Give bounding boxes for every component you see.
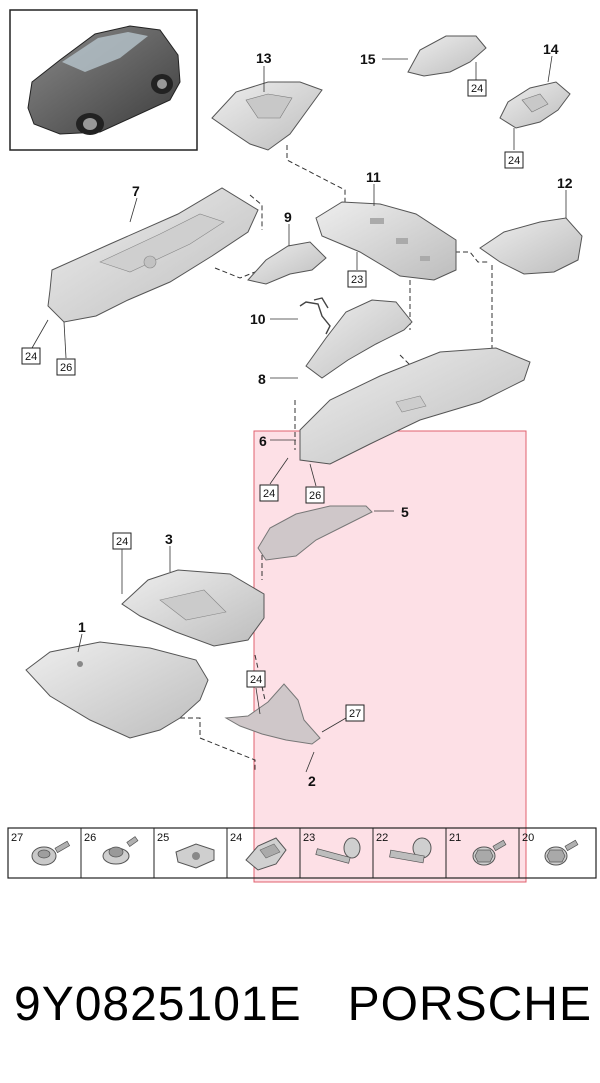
part-1 — [25, 641, 209, 739]
ref-box-24-part2-label: 24 — [250, 674, 262, 686]
part-8 — [305, 299, 413, 379]
callout-1: 1 — [78, 619, 86, 635]
fastener-24-label: 24 — [230, 832, 242, 844]
part-14 — [499, 81, 571, 129]
highlight-region — [253, 430, 527, 883]
ref-box-24-part3: 24 — [112, 532, 132, 550]
part-5 — [257, 505, 373, 561]
ref-box-24-part7-label: 24 — [25, 351, 37, 363]
part-11 — [315, 201, 457, 281]
fastener-22-icon — [389, 837, 432, 864]
part-2 — [224, 683, 321, 745]
ref-box-23-part11-label: 23 — [351, 274, 363, 286]
callout-13: 13 — [256, 50, 272, 66]
callout-2: 2 — [308, 773, 316, 789]
part-6-panel — [299, 347, 531, 465]
part-number: 9Y0825101E — [14, 978, 302, 1031]
ref-box-26-part6: 26 — [305, 486, 325, 504]
fastener-21-icon — [472, 839, 507, 866]
ref-box-26-part6-label: 26 — [309, 490, 321, 502]
fastener-21-label: 21 — [449, 832, 461, 844]
callout-12: 12 — [557, 175, 573, 191]
fastener-27-icon — [31, 840, 71, 866]
ref-box-24-part14: 24 — [504, 151, 524, 169]
fastener-26-icon — [102, 836, 139, 865]
callout-10: 10 — [250, 311, 266, 327]
fastener-26-label: 26 — [84, 832, 96, 844]
part-12 — [479, 217, 583, 275]
callout-11: 11 — [366, 169, 381, 185]
fastener-22-label: 22 — [376, 832, 388, 844]
ref-box-24-part6: 24 — [259, 484, 279, 502]
fastener-strip: 27 26 25 24 23 22 21 20 — [7, 827, 597, 879]
ref-box-24-part15-label: 24 — [471, 83, 483, 95]
callout-9: 9 — [284, 209, 292, 225]
ref-box-26-part7-label: 26 — [60, 362, 72, 374]
fastener-27-label: 27 — [11, 832, 23, 844]
fastener-25-label: 25 — [157, 832, 169, 844]
ref-box-24-part3-label: 24 — [116, 536, 128, 548]
ref-box-26-part7: 26 — [56, 358, 76, 376]
part-number-caption: 9Y0825101E PORSCHE — [14, 970, 594, 1040]
fastener-25-icon — [175, 843, 215, 869]
ref-box-27-part2: 27 — [345, 704, 365, 722]
fastener-20-icon — [544, 839, 579, 866]
ref-box-24-part14-label: 24 — [508, 155, 520, 167]
part-7 — [47, 187, 259, 323]
part-9 — [247, 241, 327, 285]
callout-5: 5 — [401, 504, 409, 520]
callout-15: 15 — [360, 51, 376, 67]
ref-box-24-part7: 24 — [21, 347, 41, 365]
brand-name: PORSCHE — [347, 978, 592, 1031]
callout-14: 14 — [543, 41, 559, 57]
fastener-23-label: 23 — [303, 832, 315, 844]
callout-7: 7 — [132, 183, 140, 199]
callout-6: 6 — [259, 433, 267, 449]
part-10 — [299, 297, 331, 335]
ref-box-24-part15: 24 — [467, 79, 487, 97]
ref-box-24-part6-label: 24 — [263, 488, 275, 500]
fastener-23-icon — [315, 837, 361, 864]
fastener-24-icon — [245, 837, 287, 871]
ref-box-27-part2-label: 27 — [349, 708, 361, 720]
callout-8: 8 — [258, 371, 266, 387]
ref-box-24-part2: 24 — [246, 670, 266, 688]
part-3 — [121, 569, 265, 647]
part-13 — [211, 81, 323, 151]
fastener-20-label: 20 — [522, 832, 534, 844]
leader-lines — [31, 55, 567, 773]
ref-box-23-part11: 23 — [347, 270, 367, 288]
vehicle-thumbnail — [9, 9, 198, 151]
part-15 — [407, 35, 487, 77]
callout-3: 3 — [165, 531, 173, 547]
